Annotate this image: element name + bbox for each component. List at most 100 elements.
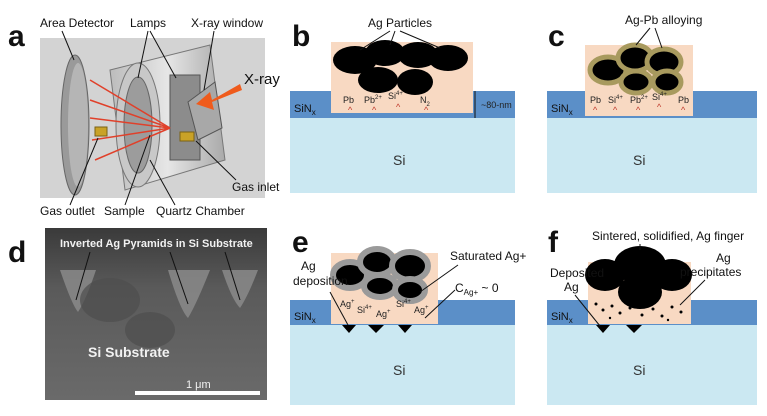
concentration-label: CAg+ ~ 0 <box>455 281 499 297</box>
alloyed-particles <box>587 42 684 96</box>
sem-pointer-2 <box>169 251 189 305</box>
species-pb2: Pb2+ <box>364 95 382 105</box>
panel-c: c Si SiNx Ag-Pb alloying Pb Si4+ Pb2+ Si… <box>547 13 757 193</box>
alloying-label: Ag-Pb alloying <box>625 13 702 27</box>
sinx-label: SiNx <box>551 103 573 117</box>
si-substrate <box>547 118 757 193</box>
svg-text:^: ^ <box>681 105 686 115</box>
svg-text:^: ^ <box>657 102 662 112</box>
species-si4-2: Si4+ <box>652 92 667 102</box>
sample-pointer <box>124 134 151 206</box>
si-label: Si <box>393 362 405 378</box>
xray-beams <box>89 79 171 161</box>
lamps-pointer-2 <box>149 30 177 79</box>
si-label: Si <box>393 152 405 168</box>
ag-particles-label: Ag Particles <box>368 16 432 30</box>
si-substrate <box>290 325 515 405</box>
svg-text:^: ^ <box>613 105 618 115</box>
panel-a-label: a <box>8 20 25 53</box>
alloy-pointer-2 <box>654 27 663 49</box>
species-pb: Pb <box>343 95 354 105</box>
si-label: Si <box>633 362 645 378</box>
ag-pointer-3 <box>399 30 441 49</box>
area-detector-pointer <box>61 30 75 61</box>
scale-label: 1 μm <box>186 379 211 391</box>
species-si4-2: Si4+ <box>396 299 411 309</box>
lamps-label: Lamps <box>130 16 166 30</box>
reaction-arrows-b: ^ ^ ^ ^ <box>348 102 429 115</box>
svg-text:^: ^ <box>396 102 401 112</box>
species-pb2: Pb2+ <box>630 95 648 105</box>
si-substrate <box>290 118 515 193</box>
svg-text:^: ^ <box>636 105 641 115</box>
species-ag: Ag+ <box>340 299 355 309</box>
quartz-chamber-pointer <box>149 159 176 206</box>
panel-c-label: c <box>548 20 565 53</box>
gas-inlet-port <box>179 131 195 142</box>
sem-pointer-1 <box>75 251 91 301</box>
deposition-label: deposition <box>293 274 348 288</box>
ag-pointer-1 <box>359 30 391 51</box>
deposited-pyramids <box>596 325 642 333</box>
area-detector-face <box>68 63 88 187</box>
gas-inlet-label: Gas inlet <box>232 180 280 194</box>
area-detector-label: Area Detector <box>40 16 114 30</box>
svg-text:^: ^ <box>424 105 429 115</box>
svg-text:^: ^ <box>593 105 598 115</box>
deposition-pointer <box>329 291 349 326</box>
svg-text:^: ^ <box>348 105 353 115</box>
sem-pointer-3 <box>224 251 241 301</box>
species-pb-2: Pb <box>678 95 689 105</box>
species-si4: Si4+ <box>357 305 372 315</box>
xray-window-pointer <box>203 30 215 91</box>
panel-f: f Si SiNx Sintered, solidified, Ag finge… <box>547 226 757 405</box>
gas-outlet-port <box>94 126 108 137</box>
deposited-label-1: Deposited <box>550 266 604 280</box>
si-label: Si <box>633 152 645 168</box>
si-substrate <box>547 325 757 405</box>
panel-d-label: d <box>8 236 26 269</box>
ag-precipitates <box>594 302 683 322</box>
panel-e-label: e <box>292 226 309 259</box>
thickness-label: ~80-nm <box>481 100 512 110</box>
precipitates-label-2: precipitates <box>680 265 741 279</box>
gas-outlet-label: Gas outlet <box>40 204 95 218</box>
panel-e: e Si SiNx Ag+ Si4+ Ag+ Si4+ Ag+ Ag depos… <box>290 226 526 405</box>
svg-text:^: ^ <box>372 105 377 115</box>
saturated-pointer <box>419 264 459 293</box>
lamps-pointer <box>137 30 149 79</box>
xray-arrow <box>196 84 242 110</box>
sem-title: Inverted Ag Pyramids in Si Substrate <box>60 238 253 250</box>
species-si4: Si4+ <box>608 95 623 105</box>
inverted-pyramids <box>60 270 258 318</box>
deposited-label-2: Ag <box>564 280 579 294</box>
species-n2: N2 <box>420 95 431 108</box>
ag-label: Ag <box>301 259 316 273</box>
precipitates-label-1: Ag <box>716 251 731 265</box>
gas-outlet-pointer <box>69 137 99 206</box>
sinx-label: SiNx <box>294 103 316 117</box>
panel-b: b Si SiNx Ag Particles Pb Pb2+ Si4+ N2 ^… <box>290 16 515 193</box>
gas-inlet-pointer <box>195 140 237 181</box>
species-pb: Pb <box>590 95 601 105</box>
xray-window-label: X-ray window <box>191 16 263 30</box>
panel-f-label: f <box>548 226 559 259</box>
dissolving-particles <box>330 246 431 304</box>
reaction-arrows-c: ^ ^ ^ ^ ^ <box>593 102 686 115</box>
sample-label: Sample <box>104 204 145 218</box>
sem-texture <box>80 278 175 348</box>
species-ag-3: Ag+ <box>414 305 429 315</box>
ag-particles <box>333 40 468 95</box>
species-si4: Si4+ <box>388 91 403 101</box>
si-substrate-label: Si Substrate <box>88 344 170 360</box>
sinx-label: SiNx <box>294 311 316 325</box>
quartz-chamber-label: Quartz Chamber <box>156 204 245 218</box>
sintered-label: Sintered, solidified, Ag finger <box>592 229 744 243</box>
panel-b-label: b <box>292 20 310 53</box>
xray-label: X-ray <box>244 71 280 88</box>
alloy-pointer-1 <box>635 27 651 46</box>
deposited-pointer <box>574 294 601 327</box>
panel-a: a Area Detector Lamps X-ray window <box>8 16 280 218</box>
ag-pointer-2 <box>389 30 396 46</box>
